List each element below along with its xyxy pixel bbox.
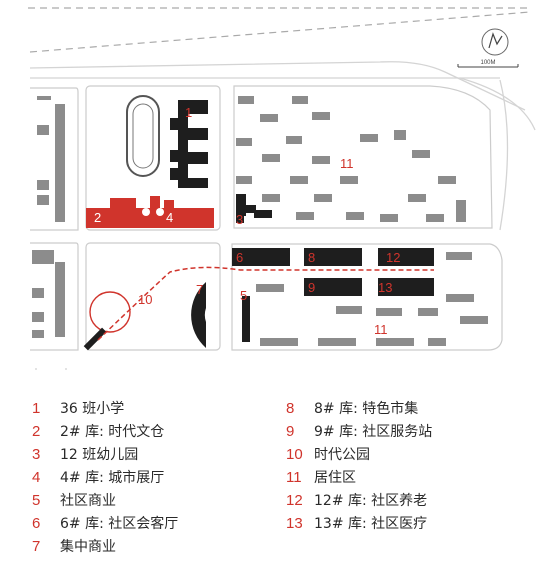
warehouse-2-and-4 — [86, 196, 214, 228]
school-building — [170, 100, 208, 188]
legend-label: 12# 库: 社区养老 — [314, 493, 428, 509]
running-track-inner — [132, 103, 154, 169]
legend-label: 集中商业 — [60, 539, 116, 555]
residential-houses — [236, 96, 466, 222]
legend-label: 12 班幼儿园 — [60, 447, 139, 463]
legend: 1 36 班小学 2 2# 库: 时代文仓 3 12 班幼儿园 4 4# 库: 城市展厅 5 社区… — [0, 370, 550, 564]
legend-label: 社区商业 — [60, 493, 116, 509]
community-commerce — [242, 296, 250, 342]
railway-lines — [28, 7, 531, 53]
map-label-11-south: 11 — [374, 322, 388, 337]
map-label-4: 4 — [166, 210, 173, 225]
warehouse-blocks — [232, 248, 434, 296]
legend-number: 2 — [32, 423, 41, 440]
park-path — [97, 266, 434, 341]
map-label-3: 3 — [236, 212, 243, 227]
residential-houses — [256, 252, 488, 346]
commerce-center — [191, 282, 206, 348]
legend-label: 2# 库: 时代文仓 — [60, 424, 165, 440]
park-bar — [83, 327, 107, 351]
legend-number: 4 — [32, 469, 41, 486]
map-label-1: 1 — [185, 105, 192, 120]
legend-number: 10 — [286, 446, 303, 463]
road-edges — [29, 61, 536, 231]
city-blocks — [30, 85, 503, 351]
legend-number: 3 — [32, 446, 41, 463]
road-edges — [35, 368, 241, 370]
park-circle — [89, 291, 131, 333]
scale-bar: 100M — [457, 60, 519, 68]
map-labels: 1 2 3 4 5 6 7 8 9 10 11 11 12 13 — [94, 105, 400, 337]
map-label-9: 9 — [308, 280, 315, 295]
legend-label: 居住区 — [314, 470, 356, 486]
legend-label: 8# 库: 特色市集 — [314, 401, 419, 417]
legend-number: 8 — [286, 400, 295, 417]
legend-label: 13# 库: 社区医疗 — [314, 516, 428, 532]
legend-number: 6 — [32, 515, 41, 532]
legend-number: 5 — [32, 492, 41, 509]
site-map: 100M — [28, 7, 536, 370]
legend-number: 13 — [286, 515, 303, 532]
legend-number: 9 — [286, 423, 295, 440]
scale-label: 100M — [480, 60, 495, 66]
map-label-5: 5 — [240, 288, 247, 303]
legend-label: 6# 库: 社区会客厅 — [60, 516, 179, 532]
map-label-10: 10 — [138, 292, 152, 307]
legend-label: 9# 库: 社区服务站 — [314, 424, 433, 440]
map-label-8: 8 — [308, 250, 315, 265]
map-label-2: 2 — [94, 210, 101, 225]
map-label-12: 12 — [386, 250, 400, 265]
map-label-7: 7 — [196, 282, 203, 297]
map-label-6: 6 — [236, 250, 243, 265]
legend-label: 4# 库: 城市展厅 — [60, 470, 165, 486]
running-track — [126, 95, 160, 177]
legend-label: 36 班小学 — [60, 401, 125, 417]
legend-label: 时代公园 — [314, 447, 370, 463]
kindergarten — [236, 194, 272, 223]
legend-number: 12 — [286, 492, 303, 509]
map-label-13: 13 — [378, 280, 392, 295]
north-arrow-icon — [481, 28, 509, 56]
legend-number: 1 — [32, 400, 41, 417]
residential-houses — [32, 96, 65, 338]
legend-number: 7 — [32, 538, 41, 555]
legend-number: 11 — [286, 469, 302, 486]
map-label-11-north: 11 — [340, 156, 354, 171]
